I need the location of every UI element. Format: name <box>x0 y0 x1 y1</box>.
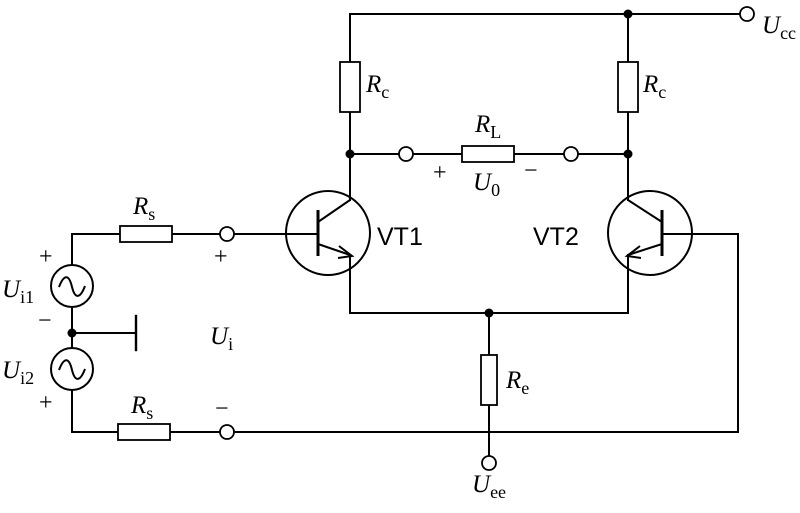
junction-dot <box>623 9 633 19</box>
ac-source-ui1-icon <box>50 264 94 308</box>
wires <box>71 13 741 457</box>
resistor-re <box>480 354 498 406</box>
label-uee: Uee <box>472 471 506 502</box>
resistor-rc-right <box>617 61 639 113</box>
sign-output-minus: − <box>524 158 538 184</box>
sign-ui2-plus: + <box>39 390 53 416</box>
label-re: Re <box>505 367 529 398</box>
sign-input-top-plus: + <box>214 244 228 270</box>
resistor-rl <box>461 145 515 163</box>
label-vt2: VT2 <box>533 223 579 251</box>
terminal-input-top <box>219 226 235 242</box>
junction-dot <box>484 308 494 318</box>
label-u0: U0 <box>473 169 500 200</box>
junction-dot <box>67 328 77 338</box>
terminal-uee <box>481 455 497 471</box>
sign-input-bottom-minus: − <box>215 396 229 422</box>
resistor-rs-top <box>119 225 173 243</box>
label-ucc: Ucc <box>762 12 796 43</box>
terminal-output-right <box>563 146 579 162</box>
label-rl: RL <box>474 111 501 142</box>
label-ui2: Ui2 <box>2 357 34 388</box>
junction-dot <box>345 149 355 159</box>
ac-source-ui2-icon <box>50 347 94 391</box>
terminal-ucc <box>739 6 755 22</box>
transistor-vt1-icon <box>285 190 371 276</box>
transistor-vt2-icon <box>607 190 693 276</box>
label-rc-left: Rc <box>365 71 389 102</box>
junction-dot <box>623 149 633 159</box>
label-ui: Ui <box>210 323 233 354</box>
sign-ui1-plus: + <box>39 244 53 270</box>
sign-ui1-minus: − <box>38 308 52 334</box>
terminal-input-bottom <box>219 424 235 440</box>
label-vt1: VT1 <box>377 223 423 251</box>
label-rc-right: Rc <box>642 71 666 102</box>
resistor-rs-bottom <box>117 423 171 441</box>
terminal-output-left <box>398 146 414 162</box>
label-rs-bottom: Rs <box>130 392 153 423</box>
label-rs-top: Rs <box>132 193 155 224</box>
label-ui1: Ui1 <box>2 276 34 307</box>
sign-output-plus: + <box>433 160 447 186</box>
resistor-rc-left <box>339 61 361 113</box>
